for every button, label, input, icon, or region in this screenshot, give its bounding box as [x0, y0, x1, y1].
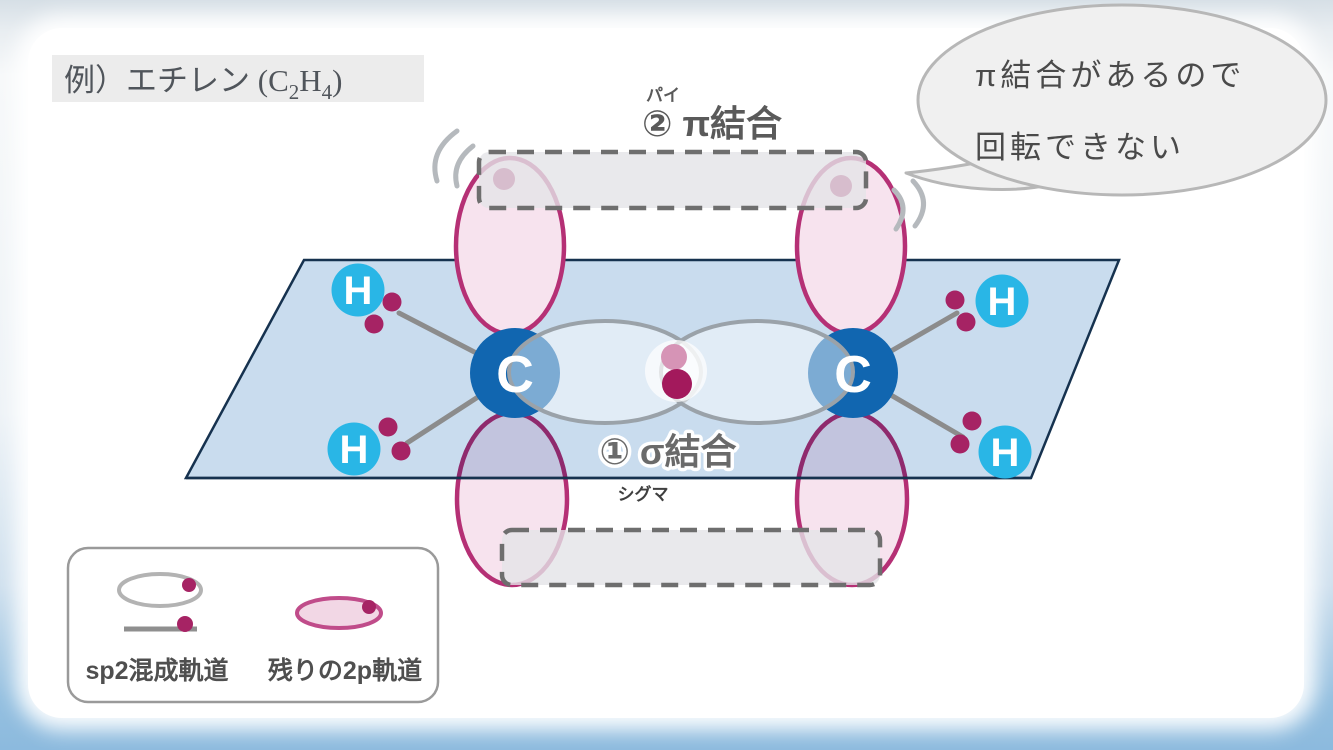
speech-bubble-line1: π結合があるので [975, 58, 1245, 93]
legend-sp2-ellipse-icon [117, 572, 203, 608]
example-header: 例）エチレン (C2H4) [52, 55, 424, 104]
example-header-bg [52, 55, 424, 102]
header-close-paren: ) [332, 63, 342, 98]
bonding-electron-dots [364, 290, 982, 461]
sigma-bond-furigana: シグマ [618, 484, 669, 504]
shared-electron-dot-light [661, 344, 687, 370]
hydrogen-label-bottom-left: H [340, 428, 369, 472]
pi-bond-label: ② π結合 [642, 103, 782, 144]
vibration-marks-right-outer [910, 178, 926, 229]
vibration-marks-right-inner [891, 187, 906, 232]
electron-dot [382, 292, 402, 312]
legend-sp2-label: sp2混成軌道 [85, 656, 228, 685]
legend-2p-electron-dot [362, 600, 376, 614]
vibration-marks [432, 128, 926, 232]
sigma-bond-label: ① σ結合 [599, 431, 736, 472]
header-subscript-2: 2 [289, 80, 300, 104]
pi-region-bottom-border [499, 527, 883, 588]
hydrogen-label-top-left: H [344, 269, 373, 313]
hydrogen-atoms [327, 263, 1032, 479]
speech-bubble-body [916, 3, 1328, 197]
legend-sp2-electron-dot [182, 578, 196, 592]
speech-bubble-line2: 回転できない [975, 130, 1185, 165]
pi-bond-furigana: パイ [646, 86, 680, 105]
pi-bond-region-top [476, 149, 869, 211]
pi-region-top-fill [479, 152, 866, 208]
hydrogen-atom-top-left [331, 263, 385, 317]
vibration-marks-left-inner [453, 143, 476, 189]
header-subscript-4: 4 [322, 80, 333, 104]
carbon-label-left: C [496, 346, 534, 404]
shared-electron-dot-dark [662, 369, 692, 399]
electron-dot [364, 314, 384, 334]
pi-region-bottom-fill [502, 530, 880, 585]
electron-dot [945, 290, 965, 310]
header-main: 例）エチレン (C [64, 63, 289, 98]
hydrogen-atom-top-right [975, 274, 1029, 328]
legend-sp2-line-electron-dot [177, 616, 193, 632]
example-header-text: 例）エチレン (C2H4) [64, 63, 342, 104]
carbon-atom-left [470, 328, 560, 418]
electron-dot [962, 411, 982, 431]
legend-2p-ellipse-icon [295, 596, 383, 630]
pi-bond-region-bottom [499, 527, 883, 588]
vibration-marks-left-outer [432, 128, 460, 184]
hydrogen-atom-bottom-left [327, 422, 381, 476]
pi-region-top-border [476, 149, 869, 211]
electron-dot [956, 312, 976, 332]
legend: sp2混成軌道 残りの2p軌道 [66, 546, 440, 704]
hydrogen-atom-bottom-right [978, 425, 1032, 479]
carbon-label-right: C [834, 346, 872, 404]
electron-dot [391, 441, 411, 461]
header-h: H [299, 63, 321, 98]
electron-dot [950, 434, 970, 454]
legend-2p-label: 残りの2p軌道 [268, 656, 422, 685]
hydrogen-label-bottom-right: H [991, 431, 1020, 475]
electron-dot [378, 417, 398, 437]
hydrogen-label-top-right: H [988, 280, 1017, 324]
speech-bubble: π結合があるので 回転できない [904, 3, 1328, 197]
